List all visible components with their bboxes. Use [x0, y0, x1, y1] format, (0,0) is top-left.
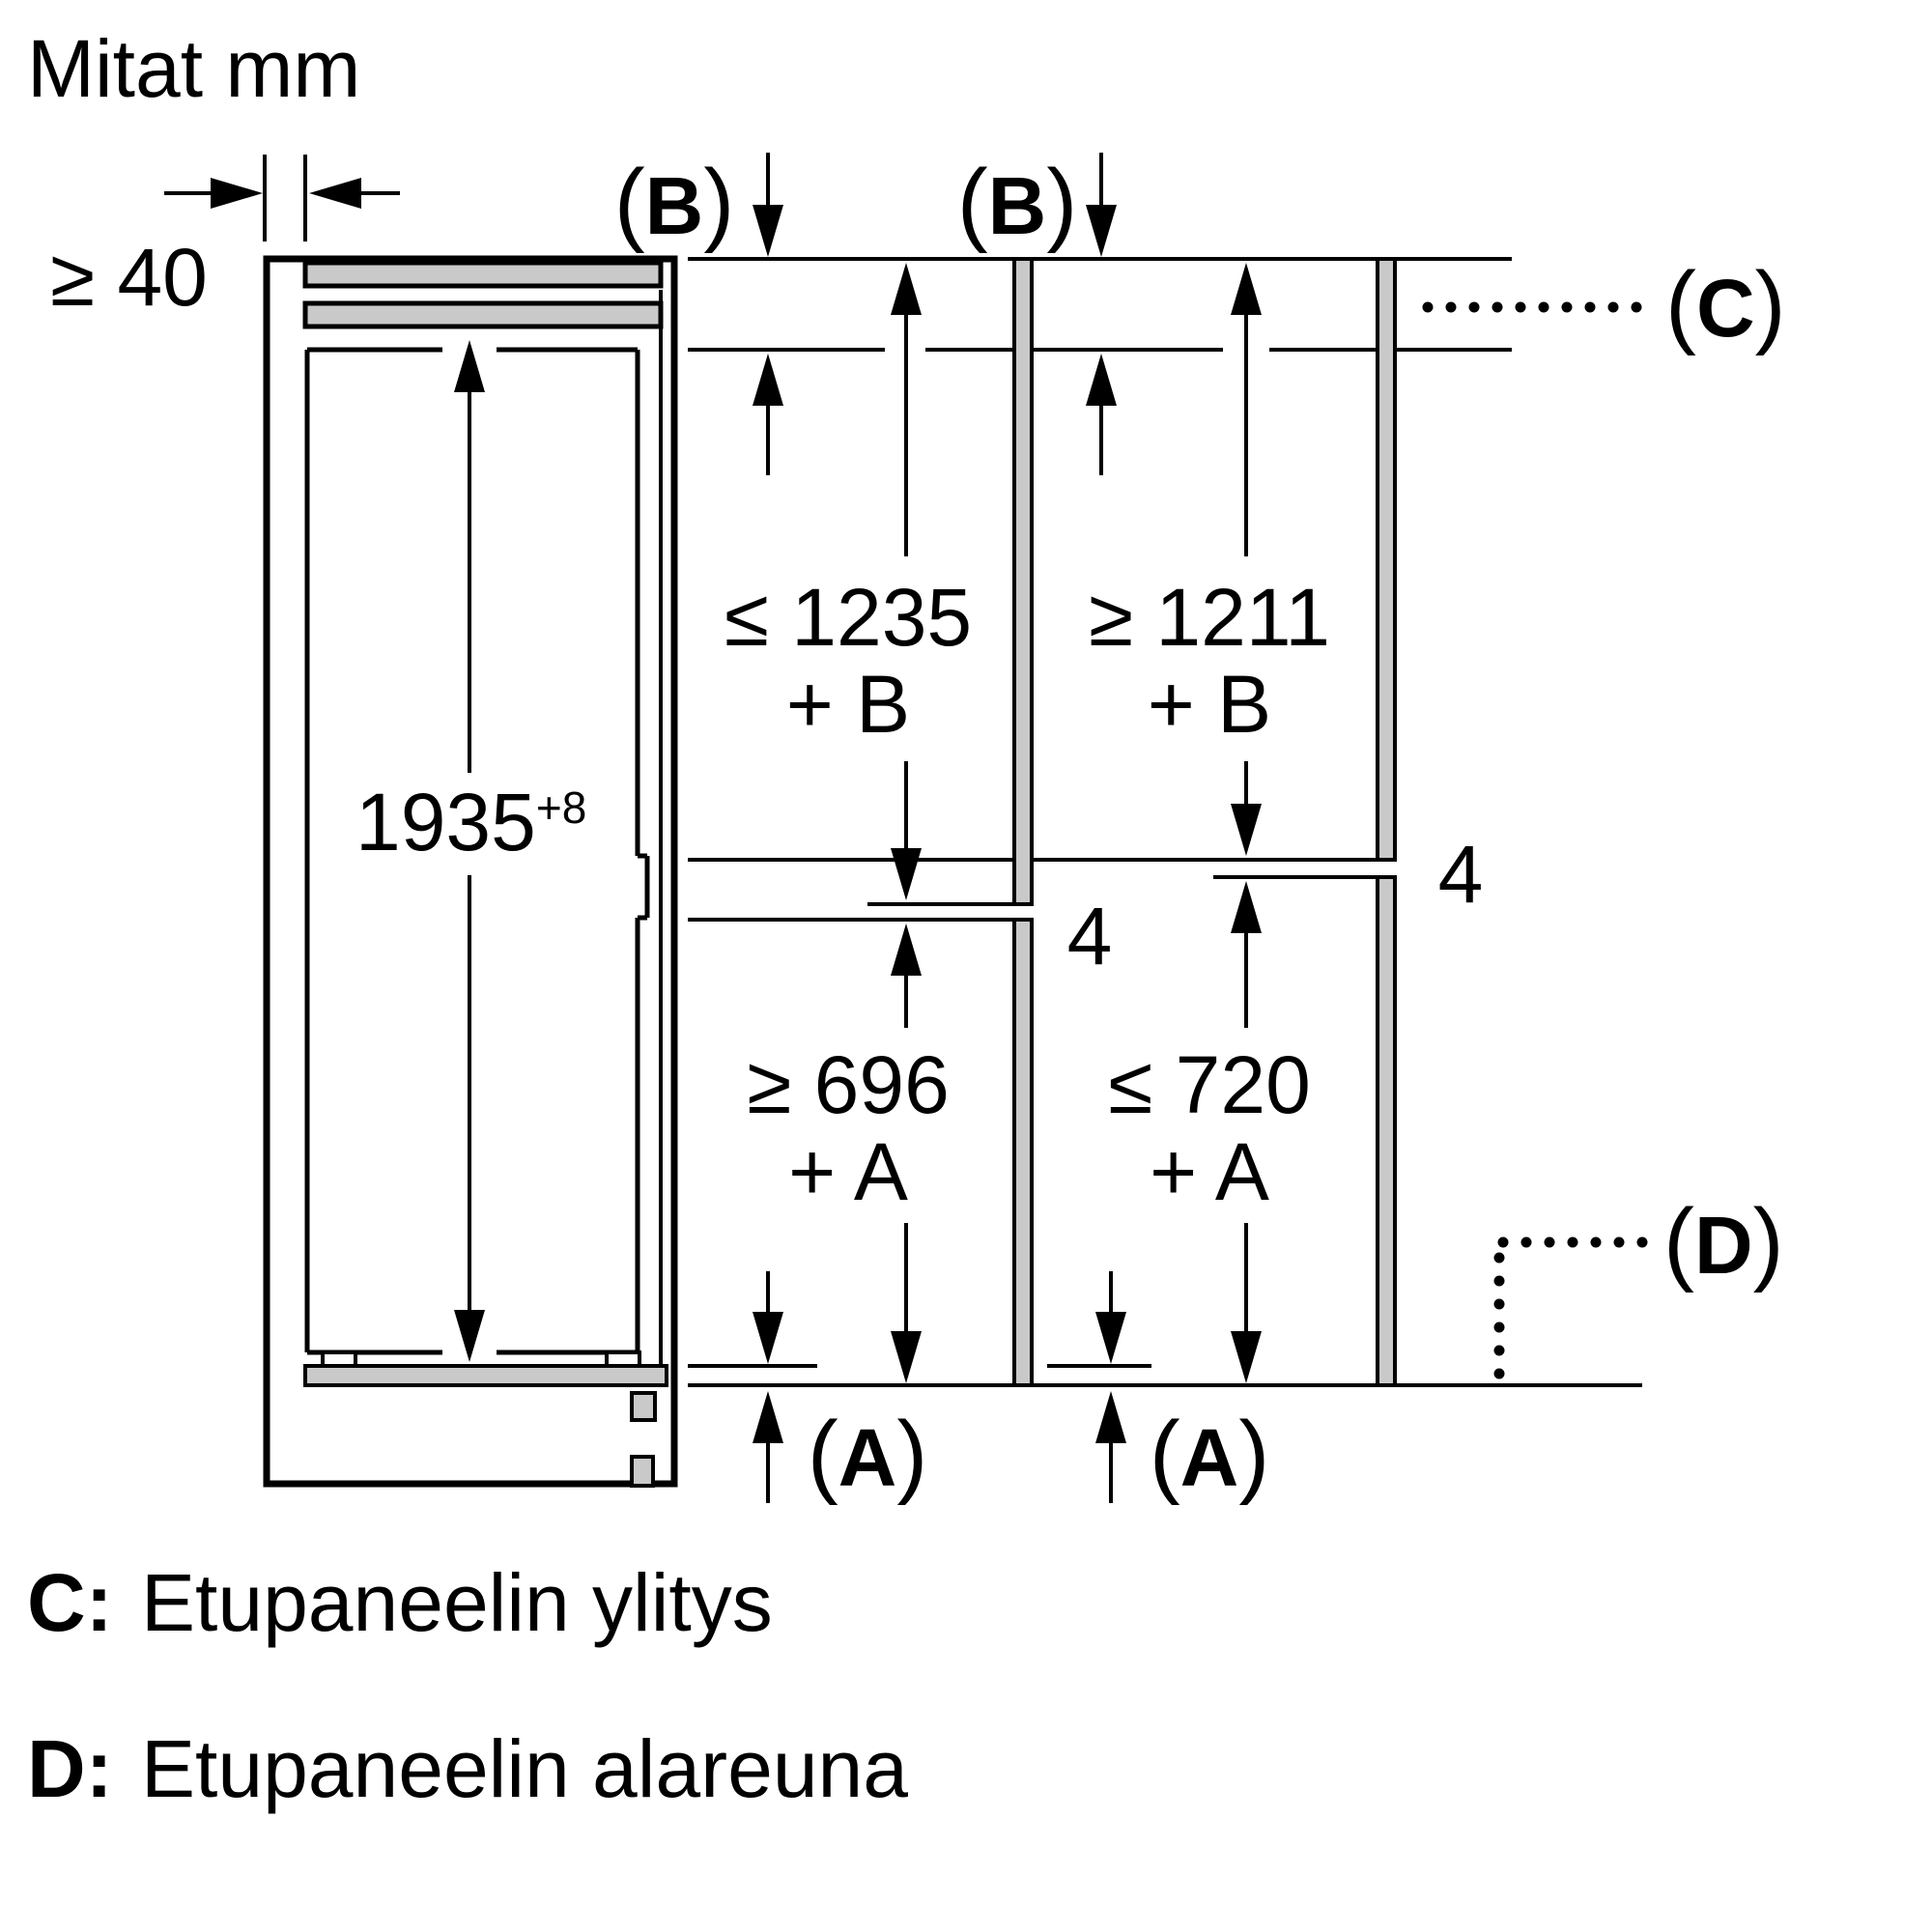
arrow-down-icon [891, 1331, 922, 1383]
arrow-up-icon [891, 263, 922, 315]
arrow-up-icon [753, 354, 783, 406]
leader-C: (C) [1422, 253, 1786, 356]
arrow-up-icon [1231, 881, 1262, 933]
dim-lower-right: ≤ 720 + A [1108, 881, 1311, 1383]
front-panel-2-lower [1376, 875, 1397, 1387]
legend-key-c: C: [27, 1557, 113, 1648]
arrow-up-icon [1095, 1391, 1126, 1443]
appliance-top-rail-1 [302, 260, 664, 289]
dotted-line-vertical [1493, 1252, 1505, 1379]
gap-label-right: 4 [1438, 829, 1484, 920]
label-D: (D) [1663, 1190, 1784, 1293]
arrow-down-icon [1231, 1331, 1262, 1383]
dim-upper-right-value: ≥ 1211 [1089, 572, 1330, 663]
legend-key-d: D: [27, 1723, 113, 1814]
dim-upper-left: ≤ 1235 + B [724, 263, 972, 900]
legend-text-d: Etupaneelin alareuna [141, 1723, 908, 1814]
dim-lower-left: ≥ 696 + A [747, 923, 950, 1383]
front-panel-right-config [1376, 257, 1397, 1387]
wall-thickness-dimension: ≥ 40 [50, 155, 400, 323]
dim-lower-right-add: + A [1150, 1126, 1269, 1217]
label-C: (C) [1665, 253, 1786, 356]
label-B-right: (B) [957, 151, 1078, 254]
arrow-down-icon [1095, 1312, 1126, 1364]
front-panel-1-upper [1012, 257, 1034, 906]
dotted-line-horizontal [1422, 301, 1642, 313]
wall-thickness-value: ≥ 40 [50, 232, 208, 323]
dim-lower-left-add: + A [788, 1126, 908, 1217]
arrow-right-icon [211, 178, 263, 209]
front-panel-2-upper [1376, 257, 1397, 862]
dim-upper-left-value: ≤ 1235 [724, 572, 972, 663]
label-A-left: (A) [808, 1403, 928, 1506]
appliance-top-rail-2 [302, 300, 664, 329]
dotted-line-horizontal [1497, 1236, 1648, 1248]
appliance-door-outline [304, 347, 650, 1355]
niche-height-number: 1935 [355, 777, 536, 867]
cabinet-section: 1935+8 [263, 255, 678, 1488]
arrow-up-icon [891, 923, 922, 976]
arrow-up-icon [454, 340, 485, 392]
dim-lower-left-value: ≥ 696 [747, 1039, 950, 1130]
appliance-base-plate [303, 1364, 668, 1387]
legend: C: Etupaneelin ylitys D: Etupaneelin ala… [27, 1557, 908, 1814]
arrow-down-icon [753, 1312, 783, 1364]
niche-height-dimension: 1935+8 [355, 340, 586, 1362]
legend-text-c: Etupaneelin ylitys [141, 1557, 773, 1648]
arrow-left-icon [309, 178, 361, 209]
arrow-up-icon [1231, 263, 1262, 315]
leader-D: (D) [1493, 1190, 1784, 1379]
niche-height-value: 1935+8 [355, 777, 586, 867]
arrow-down-icon [753, 205, 783, 257]
dim-upper-right-add: + B [1148, 659, 1271, 750]
arrow-up-icon [1086, 354, 1117, 406]
dim-B-right: (B) [957, 151, 1117, 475]
appliance-roller-left [321, 1350, 357, 1368]
arrow-down-icon [1231, 804, 1262, 856]
niche-height-tolerance: +8 [536, 782, 586, 833]
arrow-up-icon [753, 1391, 783, 1443]
label-A-right: (A) [1150, 1403, 1270, 1506]
dim-B-left: (B) [614, 151, 783, 475]
appliance-roller-right [605, 1350, 641, 1368]
cabinet-outline [263, 255, 678, 1488]
dim-upper-left-add: + B [786, 659, 910, 750]
arrow-down-icon [1086, 205, 1117, 257]
page-title: Mitat mm [27, 23, 360, 114]
dim-upper-right: ≥ 1211 + B [1089, 263, 1330, 856]
arrow-down-icon [891, 848, 922, 900]
dim-A-left: (A) [753, 1271, 927, 1506]
front-panel-1-lower [1012, 918, 1034, 1387]
plinth-block-upper [630, 1391, 657, 1422]
dim-lower-right-value: ≤ 720 [1108, 1039, 1311, 1130]
gap-label-left: 4 [1067, 891, 1113, 981]
label-B-left: (B) [614, 151, 735, 254]
plinth-block-lower [630, 1455, 655, 1488]
dim-A-right: (A) [1095, 1271, 1269, 1506]
front-panel-left-config [1012, 257, 1034, 1387]
arrow-down-icon [454, 1310, 485, 1362]
